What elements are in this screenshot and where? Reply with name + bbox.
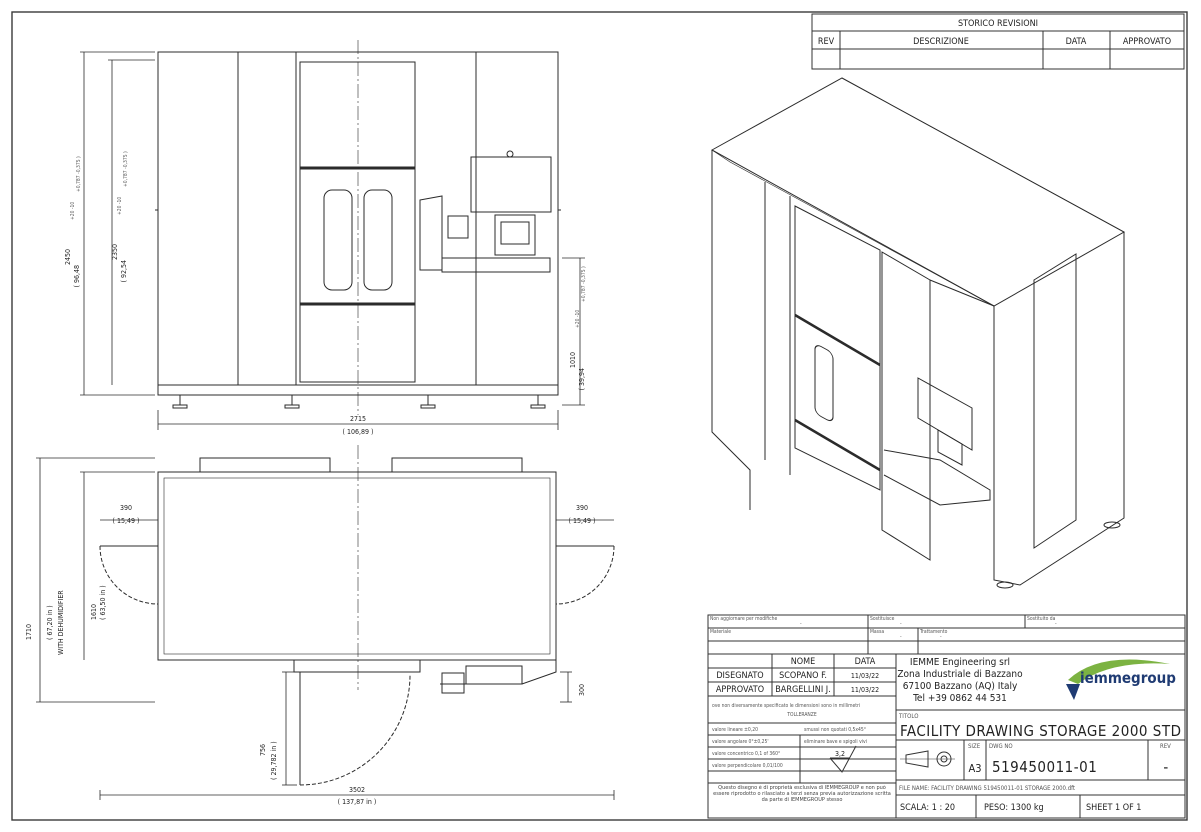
tb-rev: -: [1163, 758, 1168, 776]
revision-col-description: DESCRIZIONE: [913, 37, 969, 47]
tb-header-4: Materiale: [710, 629, 731, 635]
tb-sheet: SHEET 1 OF 1: [1086, 803, 1141, 813]
dim-depth-in: ( 63,50 in ): [99, 585, 107, 620]
dim-counter-height-in: ( 39,94: [578, 368, 586, 390]
dim-height-cabinet-tol-in: +0,787 -0,375 ): [123, 151, 129, 187]
tb-title-label: TITOLO: [898, 713, 918, 720]
tb-tol-linear: valore lineare ±0,20: [712, 727, 758, 733]
drawing-border: [11, 11, 1188, 821]
top-view: [99, 445, 615, 786]
tb-dash-3: -: [900, 634, 902, 640]
tb-ownership-note: Questo disegno è di proprietà esclusiva …: [713, 785, 891, 803]
dim-depth-total: 1710: [25, 624, 33, 640]
tb-chamfer-note: smussi non quotati 0,5x45°: [804, 727, 866, 733]
dim-height-total-tol-in: +0,787 -0,375 ): [76, 156, 82, 192]
tb-file-name: FILE NAME: FACILITY DRAWING 519450011-01…: [899, 785, 1075, 792]
tb-dash-2: -: [1055, 621, 1057, 627]
tb-rev-label: REV: [1160, 743, 1171, 750]
tb-tolerance-title: TOLLERANZE: [786, 712, 817, 718]
tb-header-0: Non aggiornare per modifiche: [710, 616, 777, 622]
dim-counter-height: 1010: [569, 352, 577, 368]
dim-height-cabinet-tol: +20 -10: [117, 197, 123, 215]
tb-header-1: Sostituisce: [870, 616, 895, 622]
tb-dwg-no: 519450011-01: [992, 758, 1097, 776]
front-view: [155, 40, 561, 415]
dim-counter-tol-in: +0,787 -0,375 ): [581, 266, 587, 302]
iemmegroup-logo: iemmegroup: [1066, 659, 1176, 700]
title-block: [707, 614, 1186, 819]
tb-dash-1: -: [900, 621, 902, 627]
dim-height-cabinet-in: ( 92,54: [120, 260, 128, 282]
first-angle-projection-icon: [900, 750, 955, 768]
dim-height-cabinet: 2350: [111, 244, 119, 260]
revision-table: STORICO REVISIONI REV DESCRIZIONE DATA A…: [811, 13, 1185, 70]
dim-width: 2715: [350, 415, 366, 423]
tb-units-note: ove non diversamente specificato le dime…: [712, 703, 860, 709]
dim-length-in: ( 137,87 in ): [338, 798, 377, 806]
dim-depth: 1610: [90, 604, 98, 620]
tb-company: IEMME Engineering srl: [910, 657, 1010, 668]
dim-right-clearance-in: ( 15,49 ): [569, 517, 596, 525]
tb-size-label: SIZE: [968, 743, 981, 750]
dim-width-in: ( 106,89 ): [343, 428, 374, 436]
tb-tol-concentric: valore concentrico 0,1 of 360°: [712, 751, 780, 757]
logo-text: iemmegroup: [1080, 669, 1176, 687]
dim-length: 3502: [349, 786, 365, 794]
top-view-dimensions: [36, 457, 615, 800]
tb-drawn-label: DISEGNATO: [716, 671, 763, 681]
revision-col-date: DATA: [1066, 37, 1087, 47]
tb-dash-0: -: [800, 621, 802, 627]
front-view-dimensions: [80, 51, 585, 430]
tb-weight: PESO: 1300 kg: [984, 803, 1044, 813]
dim-shelf: 300: [578, 684, 586, 696]
dim-height-total: 2450: [64, 249, 72, 265]
dim-counter-tol: +20 -10: [575, 310, 581, 328]
tb-approved-label: APPROVATO: [716, 685, 764, 695]
tb-phone: Tel +39 0862 44 531: [912, 693, 1007, 704]
tb-header-2: Sostituito da: [1027, 616, 1056, 622]
revision-col-rev: REV: [818, 37, 835, 47]
tb-dwg-label: DWG NO: [989, 743, 1013, 750]
tb-tol-perpendicular: valore perpendicolare 0,01/100: [712, 763, 783, 769]
dim-left-clearance: 390: [120, 504, 132, 512]
tb-tol-angular: valore angolare 0°±0,25': [712, 739, 769, 745]
tb-edges-note: eliminare bave e spigoli vivi: [804, 739, 867, 745]
dim-door-swing: 756: [259, 744, 267, 756]
tb-date-header: DATA: [855, 657, 876, 667]
dim-left-clearance-in: ( 15,49 ): [113, 517, 140, 525]
tb-header-5: Massa: [870, 629, 884, 635]
tb-address1: Zona Industriale di Bazzano: [897, 669, 1023, 680]
dim-depth-note: WITH DEHUMIDIFIER: [57, 590, 65, 655]
title-block-text: Non aggiornare per modifiche Sostituisce…: [710, 616, 1182, 813]
surface-roughness-icon: [829, 745, 857, 773]
tb-size: A3: [968, 762, 981, 775]
tb-scale: SCALA: 1 : 20: [900, 803, 955, 813]
tb-drawn-date: 11/03/22: [851, 672, 879, 680]
tb-roughness: 3,2: [835, 750, 845, 758]
dim-height-total-tol: +20 -10: [70, 202, 76, 220]
tb-title: FACILITY DRAWING STORAGE 2000 STD: [900, 722, 1182, 740]
dim-right-clearance: 390: [576, 504, 588, 512]
dim-depth-total-in: ( 67,20 in ): [46, 605, 54, 640]
tb-drawn-name: SCOPANO F.: [779, 671, 827, 681]
dim-door-swing-in: ( 29,782 in ): [270, 741, 278, 780]
tb-approved-name: BARGELLINI J.: [775, 685, 830, 695]
dim-height-total-in: ( 96,48: [73, 265, 81, 287]
tb-approved-date: 11/03/22: [851, 686, 879, 694]
tb-header-3: Trattamento: [919, 629, 948, 635]
isometric-view: [710, 77, 1126, 589]
revision-table-title: STORICO REVISIONI: [958, 19, 1038, 29]
tb-name-header: NOME: [791, 657, 816, 667]
tb-address2: 67100 Bazzano (AQ) Italy: [903, 681, 1018, 692]
revision-col-approved: APPROVATO: [1123, 37, 1171, 47]
tb-dash-4: -: [940, 634, 942, 640]
